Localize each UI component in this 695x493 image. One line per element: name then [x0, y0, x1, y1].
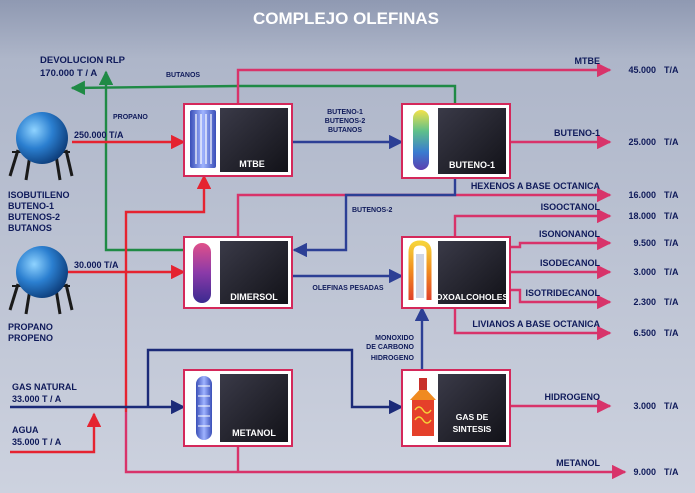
- product-isononanol-unit: T/A: [664, 238, 679, 248]
- product-buteno1-unit: T/A: [664, 137, 679, 147]
- reactor-icon: [193, 243, 211, 303]
- butenos2-recycle-line: [292, 178, 457, 258]
- stream-butenos-2: BUTENOS-2: [325, 118, 366, 125]
- product-isotridecanol-unit: T/A: [664, 297, 679, 307]
- flow-lines: [10, 62, 627, 480]
- product-hexenos-unit: T/A: [664, 190, 679, 200]
- reactor-icon: [190, 110, 216, 168]
- product-mtbe-name: MTBE: [575, 56, 601, 66]
- propano-tag-label: PROPANO: [113, 114, 148, 121]
- unit-oxoalcoholes-label: OXOALCOHOLES: [436, 292, 509, 302]
- feed2-line-1: PROPANO: [8, 322, 53, 332]
- green-return-line: [70, 80, 457, 104]
- agua-label: AGUA: [12, 425, 39, 435]
- product-buteno1-value: 25.000: [628, 137, 656, 147]
- page-title: COMPLEJO OLEFINAS: [253, 9, 439, 28]
- furnace-icon: [410, 378, 436, 436]
- unit-metanol: METANOL: [183, 369, 293, 447]
- stream-butenos-1: BUTENO-1: [327, 109, 363, 116]
- distillation-column-icon: [413, 110, 429, 170]
- gas-natural-label: GAS NATURAL: [12, 382, 77, 392]
- stream-monoxido-2: DE CARBONO: [366, 344, 414, 351]
- stream-butenos-3: BUTANOS: [328, 127, 362, 134]
- methanol-to-mtbe-line: [124, 174, 212, 412]
- isooctanol-line: [453, 208, 612, 237]
- isotridecanol-line: [510, 288, 612, 310]
- storage-sphere-propane-icon: [8, 246, 74, 315]
- product-hidrogeno-value: 3.000: [633, 401, 656, 411]
- product-isooctanol-value: 18.000: [628, 211, 656, 221]
- stream-butenos2-label: BUTENOS-2: [352, 207, 393, 214]
- product-isodecanol-unit: T/A: [664, 267, 679, 277]
- unit-mtbe: MTBE: [183, 103, 293, 177]
- feed1-line-4: BUTANOS: [8, 223, 52, 233]
- product-hidrogeno-name: HIDROGENO: [544, 392, 600, 402]
- product-isotridecanol-name: ISOTRIDECANOL: [525, 288, 600, 298]
- gas-natural-value: 33.000 T / A: [12, 394, 62, 404]
- feed1-rate: 250.000 T/A: [74, 130, 124, 140]
- livianos-line: [453, 306, 612, 341]
- unit-buteno1-label: BUTENO-1: [449, 160, 495, 170]
- stream-monoxido-3: HIDROGENO: [371, 355, 415, 362]
- feed2-rate: 30.000 T/A: [74, 260, 119, 270]
- hexenos-product-line: [236, 187, 612, 237]
- unit-dimersol-label: DIMERSOL: [230, 292, 278, 302]
- agua-arrow: [10, 412, 102, 454]
- devolucion-value: 170.000 T / A: [40, 68, 97, 79]
- product-isooctanol-name: ISOOCTANOL: [541, 202, 601, 212]
- product-metanol-name: METANOL: [556, 458, 600, 468]
- product-mtbe-unit: T/A: [664, 65, 679, 75]
- product-isodecanol-name: ISODECANOL: [540, 258, 601, 268]
- feed1-line-1: ISOBUTILENO: [8, 190, 70, 200]
- devolucion-label: DEVOLUCION RLP: [40, 55, 126, 66]
- isononanol-line: [510, 235, 612, 251]
- product-hidrogeno-unit: T/A: [664, 401, 679, 411]
- product-hexenos-name: HEXENOS A BASE OCTANICA: [471, 181, 601, 191]
- unit-gas-sintesis: GAS DE SINTESIS: [401, 369, 511, 447]
- unit-oxoalcoholes: OXOALCOHOLES: [401, 236, 511, 309]
- product-metanol-value: 9.000: [633, 467, 656, 477]
- product-isooctanol-unit: T/A: [664, 211, 679, 221]
- reactor-loop-icon: [408, 240, 432, 300]
- product-mtbe-value: 45.000: [628, 65, 656, 75]
- metanol-product-line: [124, 412, 627, 480]
- product-livianos-value: 6.500: [633, 328, 656, 338]
- feed1-line-2: BUTENO-1: [8, 201, 54, 211]
- product-isodecanol-value: 3.000: [633, 267, 656, 277]
- distillation-column-icon: [196, 376, 212, 440]
- unit-dimersol: DIMERSOL: [183, 236, 293, 309]
- feed1-line-3: BUTENOS-2: [8, 212, 60, 222]
- product-isononanol-name: ISONONANOL: [539, 229, 601, 239]
- product-livianos-unit: T/A: [664, 328, 679, 338]
- unit-mtbe-label: MTBE: [239, 159, 265, 169]
- green-propano-line: [98, 70, 184, 252]
- gas-to-syngas-line: [146, 348, 404, 415]
- stream-monoxido-1: MONOXIDO: [375, 335, 414, 342]
- butanos-top-label: BUTANOS: [166, 72, 200, 79]
- unit-buteno1: BUTENO-1: [401, 103, 511, 179]
- feed2-line-2: PROPENO: [8, 333, 53, 343]
- product-livianos-name: LIVIANOS A BASE OCTANICA: [472, 319, 600, 329]
- product-labels: MTBE 45.000 T/A BUTENO-1 25.000 T/A HEXE…: [471, 56, 679, 477]
- product-hexenos-value: 16.000: [628, 190, 656, 200]
- mtbe-product-line: [236, 62, 612, 104]
- unit-gas-label-1: GAS DE: [456, 412, 489, 422]
- product-buteno1-name: BUTENO-1: [554, 128, 600, 138]
- unit-gas-label-2: SINTESIS: [453, 424, 492, 434]
- product-isotridecanol-value: 2.300: [633, 297, 656, 307]
- stream-olefinas-label: OLEFINAS PESADAS: [312, 285, 384, 292]
- unit-metanol-label: METANOL: [232, 428, 276, 438]
- product-isononanol-value: 9.500: [633, 238, 656, 248]
- agua-value: 35.000 T / A: [12, 437, 62, 447]
- stream-labels: BUTENO-1 BUTENOS-2 BUTANOS BUTENOS-2 OLE…: [312, 109, 414, 362]
- storage-sphere-butanes-icon: [8, 112, 74, 181]
- product-metanol-unit: T/A: [664, 467, 679, 477]
- input-labels: DEVOLUCION RLP 170.000 T / A BUTANOS PRO…: [8, 55, 200, 447]
